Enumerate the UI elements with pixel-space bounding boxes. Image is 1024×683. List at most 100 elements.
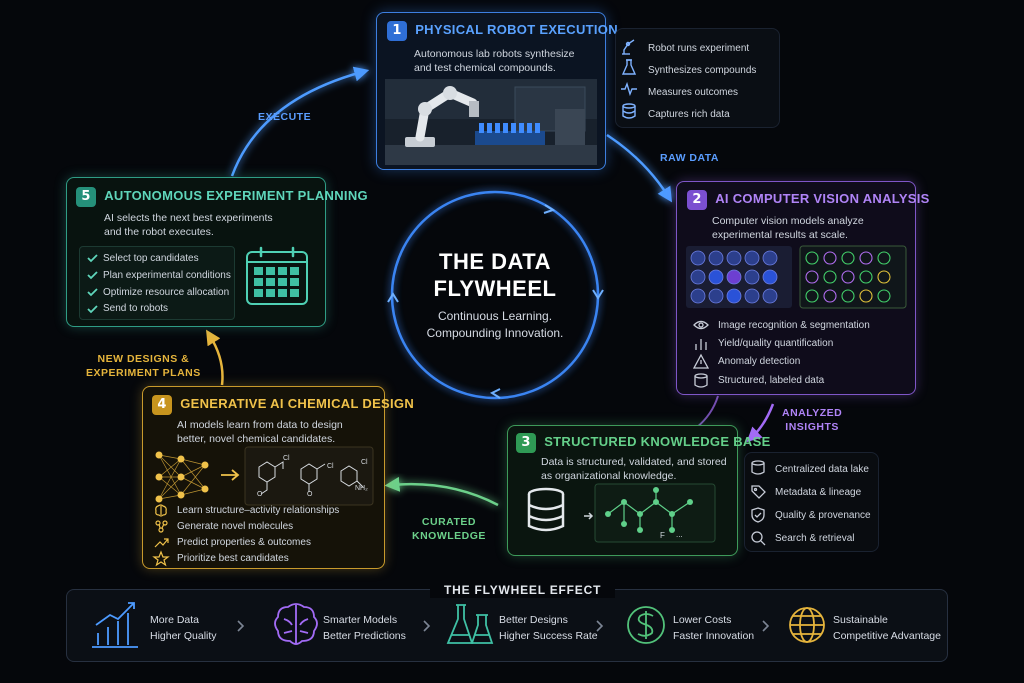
effect-item-2-line2: Higher Success Rate [499,630,598,642]
step5-item-1: Plan experimental conditions [103,270,231,281]
center-title: THE DATA FLYWHEEL [425,248,565,302]
effect-item-0: More Data Higher Quality [150,612,217,644]
effect-item-0-line1: More Data [150,614,200,626]
step4-number: 4 [152,395,172,415]
step5-card: 5 AUTONOMOUS EXPERIMENT PLANNING AI sele… [66,177,368,327]
step5-item-0: Select top candidates [103,253,199,264]
check-icon [87,305,98,314]
analyzed-arrow [695,395,719,429]
calendar-icon [246,246,308,305]
brain-icon [274,603,318,645]
chevron-right-icon [423,620,431,632]
search-icon [751,531,766,546]
flow-label-curated-line1: CURATED [421,516,476,528]
database-icon [622,103,636,119]
graph-label-dots: ... [676,530,683,539]
mol-label-cl2: Cl [327,463,334,470]
step3-item-0: Centralized data lake [775,464,869,475]
effect-item-3-line1: Lower Costs [673,614,732,626]
step4-icons [152,504,170,567]
eye-icon [693,320,709,330]
effect-item-4: Sustainable Competitive Advantage [833,612,941,644]
effect-item-4-line2: Competitive Advantage [833,630,941,642]
knowledge-graph [584,483,716,543]
flasks-icon [446,604,494,644]
step2-item-1: Yield/quality quantification [718,338,834,349]
step3-desc-line1: Data is structured, validated, and store… [541,456,727,468]
effect-item-1-line2: Better Predictions [323,630,406,642]
effect-icons [92,602,825,648]
database-icon [694,373,708,388]
step4-desc-line1: AI models learn from data to design [177,419,343,431]
step1-desc-line1: Autonomous lab robots synthesize [414,48,575,60]
effect-item-3-line2: Faster Innovation [673,630,755,642]
neural-network-illustration [155,451,209,503]
flow-label-analyzed: ANALYZED INSIGHTS [782,406,842,434]
cv-analysis-image [686,245,907,309]
flow-label-new-designs: NEW DESIGNS & EXPERIMENT PLANS [86,352,201,380]
step5-item-3: Send to robots [103,303,169,314]
step1-number: 1 [387,21,407,41]
step2-title: AI COMPUTER VISION ANALYSIS [715,191,930,206]
step3-desc: Data is structured, validated, and store… [541,455,727,483]
flow-label-execute: EXECUTE [258,111,312,123]
step4-item-2: Predict properties & outcomes [177,537,311,548]
effect-item-2-line1: Better Designs [499,614,568,626]
step2-desc-line2: experimental results at scale. [712,229,848,241]
effect-item-4-line1: Sustainable [833,614,888,626]
effect-item-0-line2: Higher Quality [150,630,217,642]
arrow-to-molecules [221,469,240,481]
step1-title: PHYSICAL ROBOT EXECUTION [415,22,618,37]
step5-desc: AI selects the next best experiments and… [104,211,273,239]
step5-title: AUTONOMOUS EXPERIMENT PLANNING [104,188,368,203]
new-designs-arrow [206,329,224,386]
flow-label-analyzed-line1: ANALYZED [782,407,843,419]
step1-item-2: Measures outcomes [648,87,739,98]
mol-label-cl3: Cl [361,459,368,466]
execute-arrow [230,66,370,177]
trend-icon [154,538,169,548]
shield-check-icon [751,507,765,523]
robot-lab-image [385,79,597,165]
step2-item-2: Anomaly detection [718,356,801,367]
step4-desc-line2: better, novel chemical candidates. [177,433,336,445]
step3-item-3: Search & retrieval [775,533,855,544]
warning-icon [692,353,710,369]
step2-desc: Computer vision models analyze experimen… [712,214,864,242]
center-subtitle-line2: Compounding Innovation. [426,326,564,340]
step3-item-1: Metadata & lineage [775,487,862,498]
step3-icons [751,460,766,546]
step5-item-2: Optimize resource allocation [103,287,230,298]
step5-desc-line2: and the robot executes. [104,226,214,238]
flow-label-analyzed-line2: INSIGHTS [785,421,839,433]
ring-arrow-right [592,289,604,300]
flask-icon [621,59,637,75]
graph-label-f: F [660,531,665,540]
step3-detail-panel [744,452,879,552]
mol-label-cl1: Cl [283,455,290,462]
molecule-illustration [244,446,374,506]
center-subtitle: Continuous Learning. Compounding Innovat… [415,308,575,342]
flow-label-curated: CURATED KNOWLEDGE [412,515,486,543]
step3-number: 3 [516,433,536,453]
step3-item-2: Quality & provenance [775,510,871,521]
check-icon [87,288,98,297]
chevron-right-icon [596,620,604,632]
step2-number: 2 [687,190,707,210]
check-icon [87,254,98,263]
step3-card: 3 STRUCTURED KNOWLEDGE BASE Data is stru… [507,425,770,556]
step1-desc: Autonomous lab robots synthesize and tes… [414,47,575,75]
step1-card: 1 PHYSICAL ROBOT EXECUTION Autonomous la… [376,12,618,170]
database-icon [751,460,765,475]
chevron-right-icon [237,620,245,632]
check-icon [87,271,98,280]
flow-label-curated-line2: KNOWLEDGE [412,530,486,542]
step2-desc-line1: Computer vision models analyze [712,215,864,227]
step4-item-0: Learn structure–activity relationships [177,505,340,516]
dollar-icon [627,606,665,644]
flywheel-effect-title: THE FLYWHEEL EFFECT [430,582,616,598]
step5-check-icons [87,254,98,314]
effect-item-1: Smarter Models Better Predictions [323,612,406,644]
effect-item-1-line1: Smarter Models [323,614,398,626]
